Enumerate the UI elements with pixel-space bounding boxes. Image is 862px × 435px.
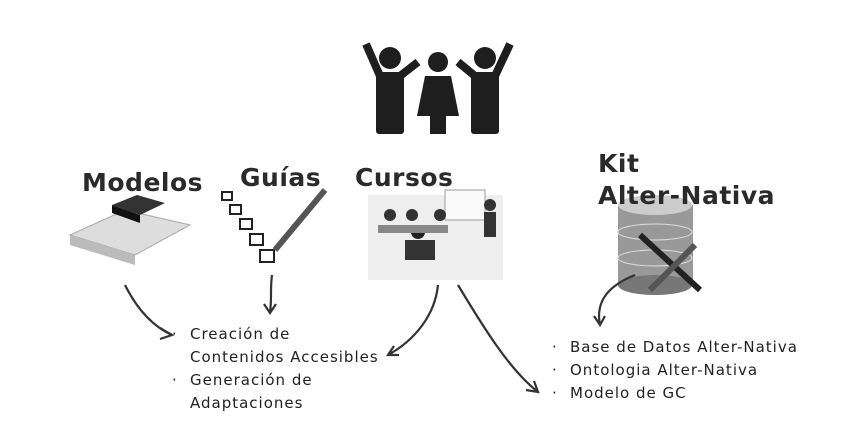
list-item: Ontologia Alter-Nativa <box>552 359 798 382</box>
list-item: Generación de Adaptaciones <box>172 369 387 415</box>
left-list: Creación de Contenidos Accesibles Genera… <box>172 323 387 415</box>
list-item: Creación de Contenidos Accesibles <box>172 323 387 369</box>
puzzle-icon <box>68 195 192 265</box>
list-item: Modelo de GC <box>552 382 798 405</box>
list-item: Base de Datos Alter-Nativa <box>552 336 798 359</box>
heading-kit-line2: Alter-Nativa <box>598 181 776 210</box>
right-list: Base de Datos Alter-Nativa Ontologia Alt… <box>552 336 798 405</box>
heading-guias: Guías <box>240 163 322 192</box>
heading-kit-line1: Kit <box>598 149 640 178</box>
team-icon <box>362 42 514 134</box>
database-tools-icon <box>617 195 703 295</box>
classroom-icon <box>368 189 503 280</box>
checklist-icon <box>221 188 328 263</box>
heading-cursos: Cursos <box>355 163 454 192</box>
heading-kit: Kit Alter-Nativa <box>598 148 775 212</box>
heading-modelos: Modelos <box>82 168 204 197</box>
